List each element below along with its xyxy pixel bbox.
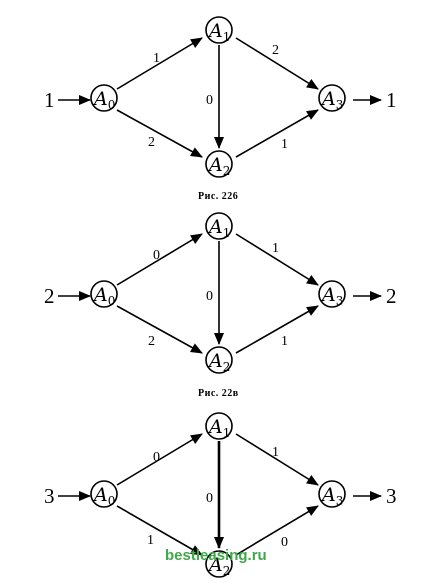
weight-a0-a1: 0 [153,248,160,263]
svg-text:A1: A1 [207,20,230,44]
edge-a0-a2 [116,505,203,556]
edge-a1-a3 [235,233,319,286]
svg-text:A3: A3 [320,88,343,112]
svg-text:A0: A0 [92,88,115,112]
diagram-2: 2 2 0 2 0 1 1 A0 A1 A2 A3 Рис. 22в [44,212,397,399]
edge-a0-a1 [116,233,203,286]
svg-text:A3: A3 [320,484,343,508]
node-a1: A1 [205,16,233,44]
caption: Рис. 22в [198,388,239,399]
weight-a2-a3: 1 [281,137,288,152]
weight-a2-a3: 1 [281,334,288,349]
diagram-1: 1 1 1 2 0 2 1 A0 A1 A2 A3 [44,16,397,202]
edge-a2-a3 [235,505,319,556]
edge-a0-a2 [116,109,203,158]
weight-a1-a3: 2 [272,43,279,58]
caption: Рис. 226 [198,191,238,202]
input-flow-label: 3 [44,484,55,508]
svg-text:A3: A3 [320,284,343,308]
node-a3: A3 [318,84,346,112]
output-flow-label: 2 [386,284,397,308]
svg-text:A2: A2 [207,154,230,178]
node-a3: A3 [318,480,346,508]
edge-a0-a1 [116,37,203,90]
weight-a1-a2: 0 [206,491,213,506]
svg-text:A1: A1 [207,216,230,240]
diagram-3: 3 3 0 1 0 1 0 A0 A1 A2 A3 bestleasing.ru [44,412,397,578]
weight-a1-a3: 1 [272,241,279,256]
output-flow-label: 1 [386,88,397,112]
weight-a0-a2: 2 [148,334,155,349]
edge-a1-a3 [235,433,319,486]
weight-a1-a2: 0 [206,289,213,304]
svg-text:A1: A1 [207,416,230,440]
weight-a0-a2: 1 [147,533,154,548]
input-flow-label: 2 [44,284,55,308]
svg-text:A0: A0 [92,284,115,308]
output-flow-label: 3 [386,484,397,508]
node-a2: A2 [205,150,233,178]
weight-a0-a1: 0 [153,450,160,465]
weight-a0-a1: 1 [153,51,160,66]
edge-a2-a3 [235,305,319,354]
weight-a0-a2: 2 [148,135,155,150]
input-flow-label: 1 [44,88,55,112]
svg-text:A2: A2 [207,350,230,374]
node-a1: A1 [205,412,233,440]
edge-a1-a3 [235,37,319,90]
weight-a1-a2: 0 [206,93,213,108]
edge-a0-a1 [116,433,203,486]
edge-a0-a2 [116,305,203,354]
weight-a1-a3: 1 [272,445,279,460]
node-a2: A2 [205,346,233,374]
node-a1: A1 [205,212,233,240]
node-a3: A3 [318,280,346,308]
node-a0: A0 [90,84,118,112]
node-a0: A0 [90,480,118,508]
svg-text:A0: A0 [92,484,115,508]
edge-a2-a3 [235,109,319,158]
watermark: bestleasing.ru [165,547,267,564]
node-a2: A2 [205,550,233,578]
weight-a2-a3: 0 [281,535,288,550]
node-a0: A0 [90,280,118,308]
svg-text:A2: A2 [207,554,230,578]
